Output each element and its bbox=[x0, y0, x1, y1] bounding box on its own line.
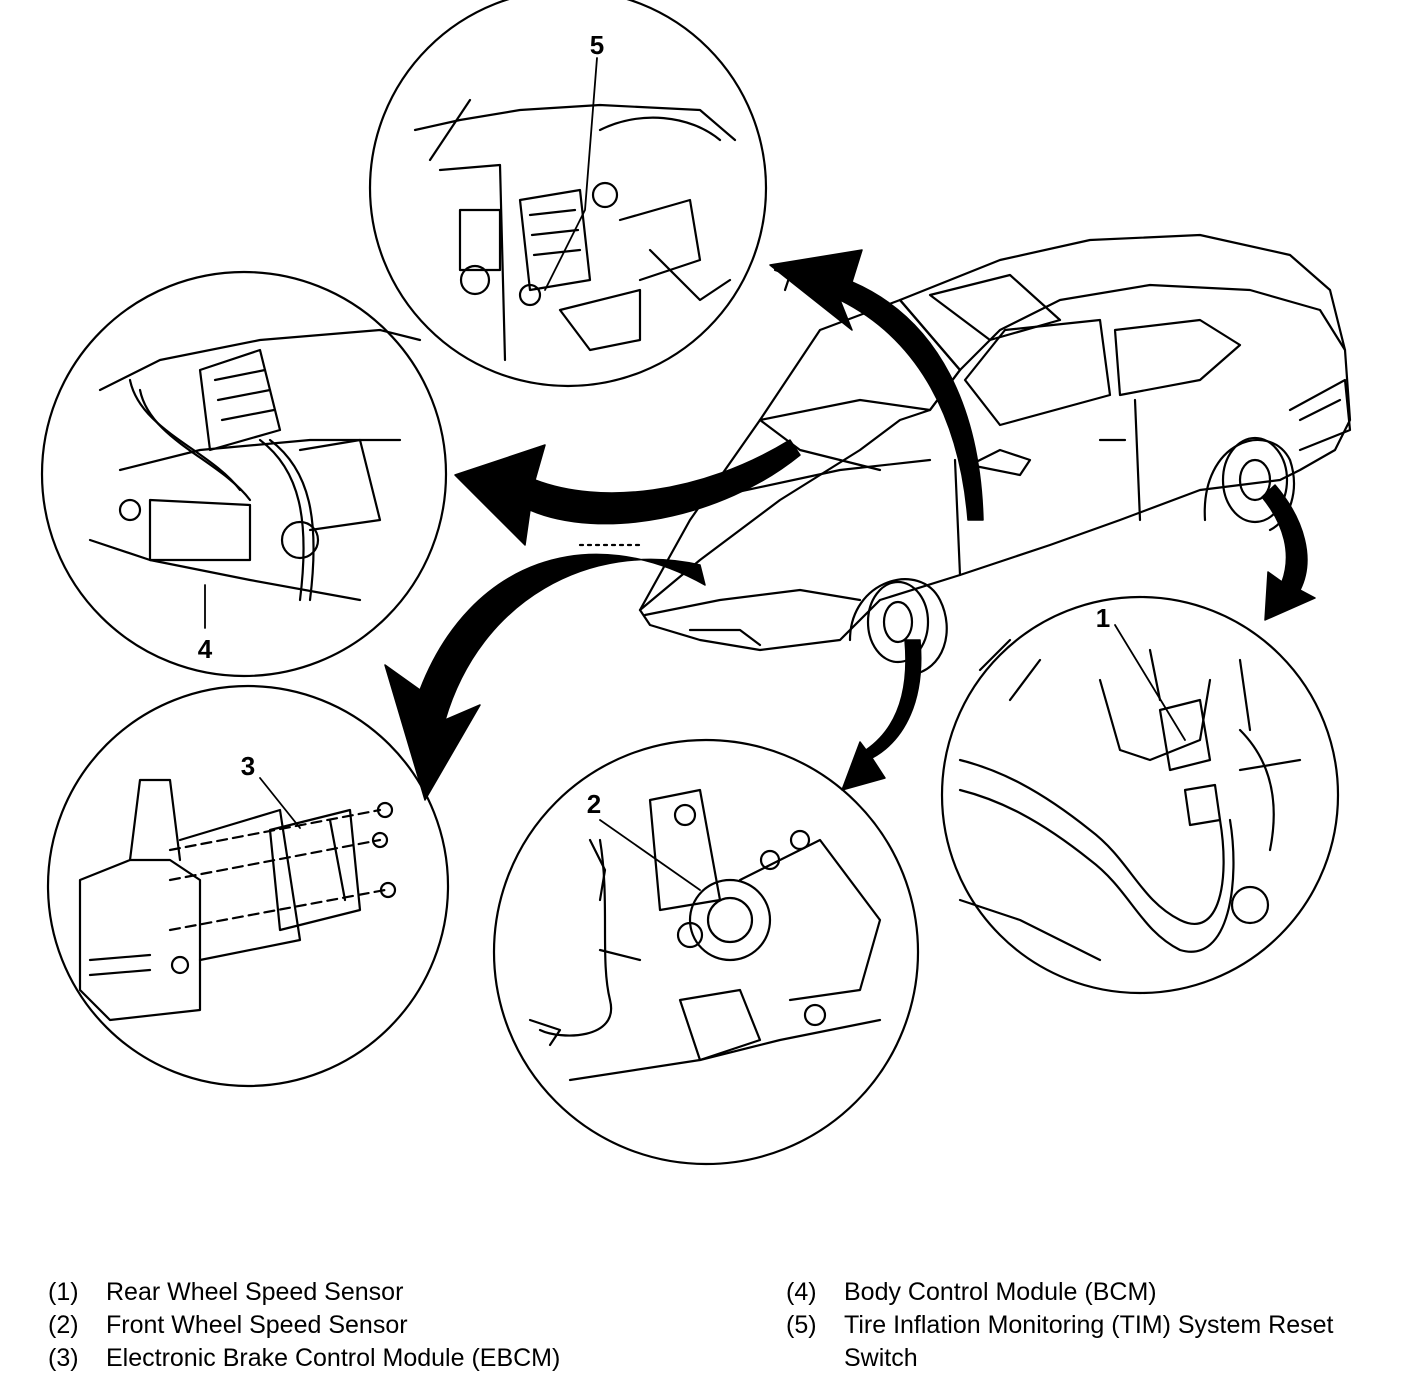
detail-circle-tim-switch bbox=[368, 0, 768, 388]
detail-circle-bcm bbox=[40, 270, 448, 678]
legend-number: (4) bbox=[786, 1278, 817, 1306]
detail-circle-ebcm bbox=[46, 684, 450, 1088]
detail-circle-front-wheel-sensor bbox=[492, 738, 920, 1166]
legend-left-column: (1) Rear Wheel Speed Sensor (2) Front Wh… bbox=[48, 1276, 748, 1375]
arrow-to-tim-switch bbox=[769, 249, 984, 521]
component-locator-diagram: 5 4 3 2 1 bbox=[40, 0, 1352, 1166]
legend-item: (4) Body Control Module (BCM) bbox=[786, 1276, 1386, 1309]
legend-number: (3) bbox=[48, 1344, 79, 1372]
legend-item: (3) Electronic Brake Control Module (EBC… bbox=[48, 1342, 748, 1375]
callout-1: 1 bbox=[1096, 603, 1110, 633]
legend-item: (5) Tire Inflation Monitoring (TIM) Syst… bbox=[786, 1309, 1386, 1375]
legend-number: (1) bbox=[48, 1278, 79, 1306]
arrow-to-front-wheel-sensor bbox=[841, 639, 922, 791]
callout-2: 2 bbox=[587, 789, 601, 819]
arrow-to-rear-wheel-sensor bbox=[1261, 484, 1316, 621]
legend-text: Body Control Module (BCM) bbox=[844, 1278, 1157, 1306]
arrow-to-bcm bbox=[454, 439, 801, 546]
leader-lines bbox=[204, 57, 1186, 891]
legend-text: Tire Inflation Monitoring (TIM) System R… bbox=[844, 1311, 1334, 1372]
callout-4: 4 bbox=[198, 634, 213, 664]
detail-circle-rear-wheel-sensor bbox=[940, 595, 1340, 995]
legend-text: Rear Wheel Speed Sensor bbox=[106, 1278, 404, 1306]
legend-right-column: (4) Body Control Module (BCM) (5) Tire I… bbox=[786, 1276, 1386, 1375]
legend-number: (5) bbox=[786, 1311, 817, 1339]
legend-item: (1) Rear Wheel Speed Sensor bbox=[48, 1276, 748, 1309]
callout-labels: 5 4 3 2 1 bbox=[198, 30, 1110, 819]
callout-5: 5 bbox=[590, 30, 604, 60]
callout-3: 3 bbox=[241, 751, 255, 781]
legend-item: (2) Front Wheel Speed Sensor bbox=[48, 1309, 748, 1342]
arrow-to-ebcm bbox=[384, 553, 706, 801]
legend-number: (2) bbox=[48, 1311, 79, 1339]
legend-text: Front Wheel Speed Sensor bbox=[106, 1311, 408, 1339]
legend-text: Electronic Brake Control Module (EBCM) bbox=[106, 1344, 561, 1372]
